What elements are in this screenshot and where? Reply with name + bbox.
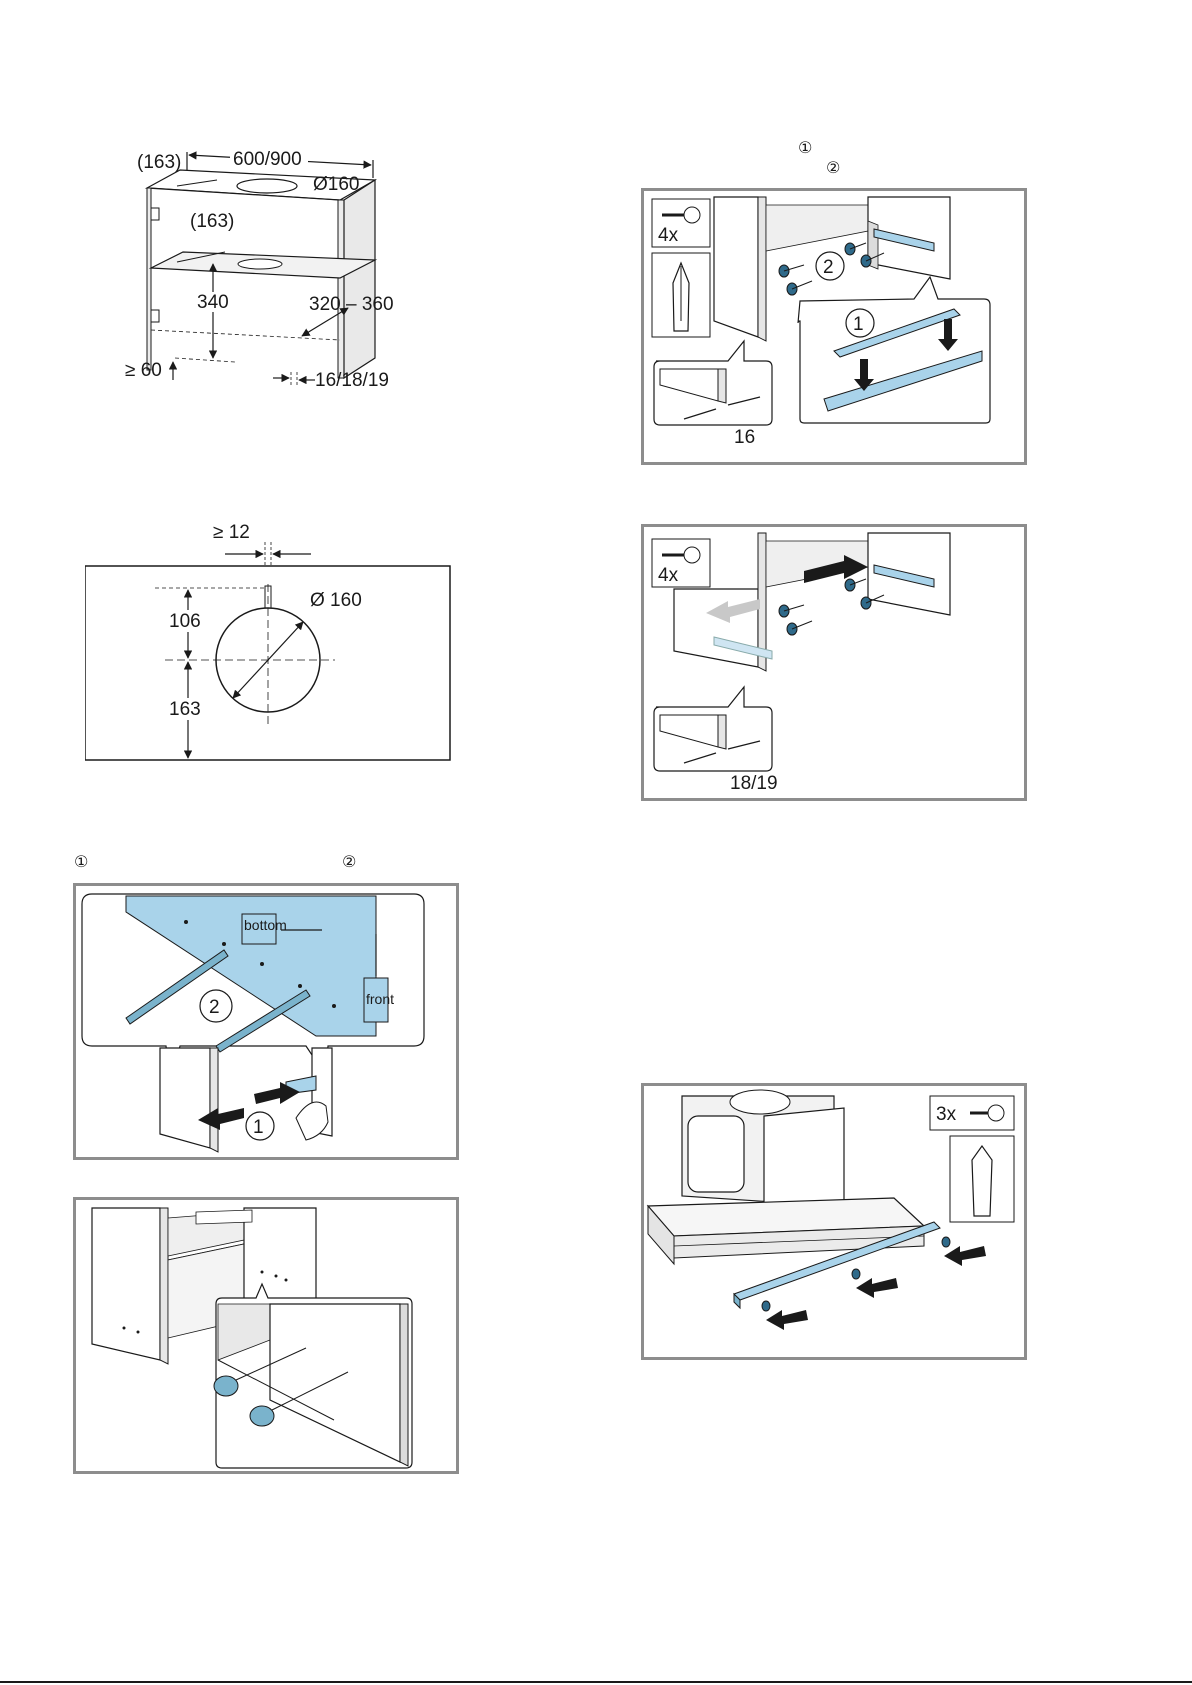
step-marker-1: ① <box>74 852 88 871</box>
rail-mounting-16-figure: 4x 2 1 16 <box>641 188 1027 465</box>
front-label: front <box>366 991 394 1007</box>
thickness-16-label: 16 <box>734 427 755 448</box>
step-2-label: 2 <box>209 997 220 1018</box>
screw-icon <box>988 1105 1004 1121</box>
depth-mid-label: (163) <box>190 211 234 232</box>
cabinet-dimension-drawing: 600/900 (163) Ø160 (163) 340 <box>125 140 460 430</box>
screw-icon <box>684 547 700 563</box>
hole-diameter-label: Ø 160 <box>310 590 362 611</box>
screw-count: 4x <box>658 565 679 586</box>
bottom-dimension-label: 163 <box>169 699 201 720</box>
bottom-label: bottom <box>244 917 287 933</box>
step-1-label: 1 <box>253 1117 264 1138</box>
footer-rule <box>0 1681 1192 1683</box>
screw-count: 3x <box>936 1104 957 1125</box>
depth-top-label: (163) <box>137 152 181 173</box>
thickness-18-19-label: 18/19 <box>730 773 778 794</box>
cabinet-width-label: 600/900 <box>233 149 302 170</box>
screw-icon <box>684 207 700 223</box>
duct-diameter-label: Ø160 <box>313 174 359 195</box>
template-drilling-diagram: ≥ 12 Ø 160 106 163 <box>85 520 455 770</box>
clearance-label: ≥ 60 <box>125 360 162 381</box>
hood-rail-screwing-figure: 3x <box>641 1083 1027 1360</box>
step-marker-2: ② <box>826 158 840 177</box>
rail-mounting-18-19-figure: 4x 18/19 <box>641 524 1027 801</box>
screw-count: 4x <box>658 225 679 246</box>
gap-label: ≥ 12 <box>213 522 250 543</box>
pre-drilling-figure <box>73 1197 459 1474</box>
depth-range-label: 320 – 360 <box>309 294 394 315</box>
step-1-label: 1 <box>853 314 864 335</box>
height-label: 340 <box>197 292 229 313</box>
step-marker-2: ② <box>342 852 356 871</box>
top-dimension-label: 106 <box>169 611 201 632</box>
step-2-label: 2 <box>823 257 834 278</box>
template-marking-figure: bottom front 2 1 <box>73 883 459 1160</box>
thickness-label: 16/18/19 <box>315 370 389 391</box>
step-marker-1: ① <box>798 138 812 157</box>
